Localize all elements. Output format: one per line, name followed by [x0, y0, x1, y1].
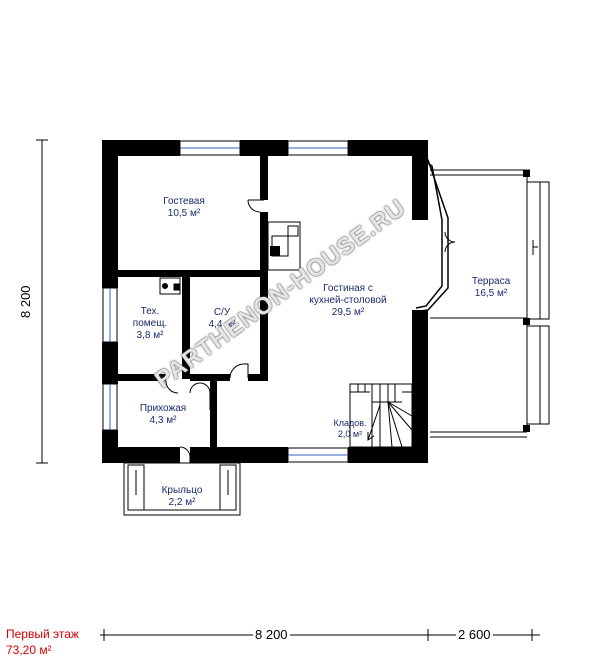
- doors: [165, 199, 264, 463]
- room-living-name1: Гостиная с: [323, 283, 373, 294]
- floor-area: 73,20 м²: [6, 643, 52, 657]
- room-living-area: 29,5 м²: [331, 307, 365, 318]
- room-tech-label: Тех. помещ. 3,8 м²: [133, 306, 167, 342]
- room-terrace-area: 16,5 м²: [474, 288, 508, 299]
- room-storage-area: 2,0 м²: [337, 429, 363, 439]
- room-storage-name: Кладов.: [333, 418, 367, 428]
- room-wc-label: С/У 4,4 м²: [209, 307, 236, 331]
- room-hall-area: 4,3 м²: [149, 415, 177, 426]
- room-tech-name1: Тех.: [140, 306, 160, 317]
- terrace-post: [523, 425, 530, 432]
- room-porch-name: Крыльцо: [161, 485, 203, 496]
- boiler: [159, 277, 181, 295]
- floor-title: Первый этаж: [6, 627, 79, 641]
- floor-title-block: Первый этаж 73,20 м²: [6, 626, 79, 658]
- room-living-label: Гостиная с кухней-столовой 29,5 м²: [309, 283, 386, 319]
- terrace-post: [523, 170, 530, 177]
- dimension-height: 8 200: [18, 285, 33, 318]
- room-hall-label: Прихожая 4,3 м²: [140, 403, 186, 427]
- room-wc-name: С/У: [213, 307, 231, 318]
- room-storage-label: Кладов. 2,0 м²: [333, 418, 366, 440]
- chimney: [270, 246, 280, 256]
- staircase: [349, 383, 413, 448]
- room-guest-area: 10,5 м²: [167, 208, 201, 219]
- terrace-post: [523, 318, 530, 325]
- walls: [102, 140, 428, 463]
- room-hall-name: Прихожая: [139, 403, 187, 414]
- room-guest-label: Гостевая 10,5 м²: [163, 196, 205, 220]
- room-porch-area: 2,2 м²: [168, 497, 196, 508]
- room-guest-name: Гостевая: [163, 196, 205, 207]
- terrace-railing: [430, 169, 550, 438]
- room-living-name2: кухней-столовой: [309, 295, 387, 306]
- room-tech-name2: помещ.: [132, 318, 168, 329]
- dimension-width-terrace: 2 600: [456, 627, 493, 642]
- porch: [123, 462, 241, 516]
- room-wc-area: 4,4 м²: [208, 319, 236, 330]
- room-porch-label: Крыльцо 2,2 м²: [162, 485, 203, 509]
- room-terrace-name: Терраса: [471, 276, 511, 287]
- room-tech-area: 3,8 м²: [136, 330, 164, 341]
- room-terrace-label: Терраса 16,5 м²: [472, 276, 510, 300]
- bay-window: [411, 155, 449, 313]
- terrace-door: [444, 231, 456, 253]
- dimension-width-house: 8 200: [253, 627, 290, 642]
